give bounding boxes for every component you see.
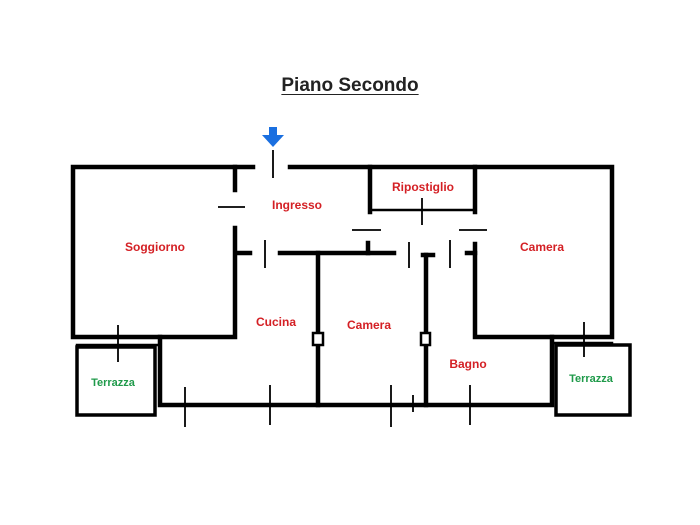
room-label-camera-center: Camera [346, 318, 392, 332]
terrace-label-right: Terrazza [569, 373, 613, 385]
room-label-cucina: Cucina [255, 315, 297, 329]
page-title: Piano Secondo [0, 75, 700, 97]
entrance-arrow-icon [262, 127, 284, 147]
terrace-label-left: Terrazza [91, 377, 135, 389]
walls [70, 164, 632, 417]
room-label-ripostiglio: Ripostiglio [392, 180, 454, 194]
room-label-ingresso: Ingresso [271, 198, 323, 212]
room-label-bagno: Bagno [449, 357, 487, 371]
room-label-soggiorno: Soggiorno [125, 240, 185, 254]
door-and-window-marks [117, 150, 585, 427]
room-label-camera-right: Camera [519, 240, 565, 254]
title-text: Piano Secondo [281, 75, 419, 96]
